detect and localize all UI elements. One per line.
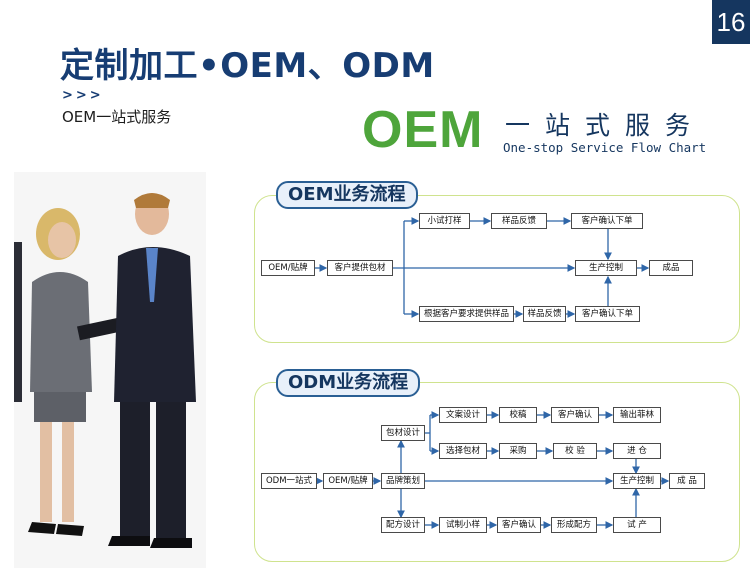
- odm-node-production: 生产控制: [613, 473, 661, 489]
- odm-node-select-pack: 选择包材: [439, 443, 487, 459]
- odm-node-pack-design: 包材设计: [381, 425, 425, 441]
- odm-node-output: 输出菲林: [613, 407, 661, 423]
- oem-node-confirm1: 客户确认下单: [571, 213, 643, 229]
- odm-flow-heading: ODM业务流程: [276, 369, 421, 397]
- oem-node-custom-sample: 根据客户要求提供样品: [419, 306, 514, 322]
- oem-node-feedback1: 样品反馈: [491, 213, 547, 229]
- odm-node-trial-small: 试制小样: [439, 517, 487, 533]
- banner-en-text: One-stop Service Flow Chart: [503, 140, 707, 155]
- odm-node-confirm1: 客户确认: [551, 407, 599, 423]
- odm-node-inspect: 校 验: [553, 443, 597, 459]
- page-title: 定制加工•OEM、ODM: [60, 46, 435, 86]
- odm-node-confirm2: 客户确认: [497, 517, 541, 533]
- banner-cn-text: 一站式服务: [505, 111, 706, 140]
- odm-node-formula-design: 配方设计: [381, 517, 425, 533]
- odm-node-product: 成 品: [669, 473, 705, 489]
- odm-node-proof: 校稿: [499, 407, 537, 423]
- oem-node-trial: 小试打样: [419, 213, 470, 229]
- oem-node-start: OEM/贴牌: [261, 260, 315, 276]
- oem-node-materials: 客户提供包材: [327, 260, 393, 276]
- odm-node-warehouse: 进 仓: [613, 443, 661, 459]
- odm-node-trial-prod: 试 产: [613, 517, 661, 533]
- banner-oem-logo: OEM: [362, 101, 484, 159]
- odm-node-formula-form: 形成配方: [551, 517, 597, 533]
- oem-node-product: 成品: [649, 260, 693, 276]
- odm-node-copy-design: 文案设计: [439, 407, 487, 423]
- odm-node-brand: 品牌策划: [381, 473, 425, 489]
- page-subtitle: OEM一站式服务: [62, 108, 172, 126]
- odm-node-purchase: 采购: [499, 443, 537, 459]
- oem-node-confirm2: 客户确认下单: [575, 306, 640, 322]
- odm-node-start: ODM一站式: [261, 473, 317, 489]
- business-people-photo: [14, 172, 206, 568]
- oem-flow-heading: OEM业务流程: [276, 181, 418, 209]
- odm-node-oem: OEM/贴牌: [323, 473, 373, 489]
- page-number: 16: [712, 0, 750, 44]
- oem-node-production: 生产控制: [575, 260, 637, 276]
- oem-node-feedback2: 样品反馈: [523, 306, 566, 322]
- chevron-right-icon: >>>: [62, 88, 104, 103]
